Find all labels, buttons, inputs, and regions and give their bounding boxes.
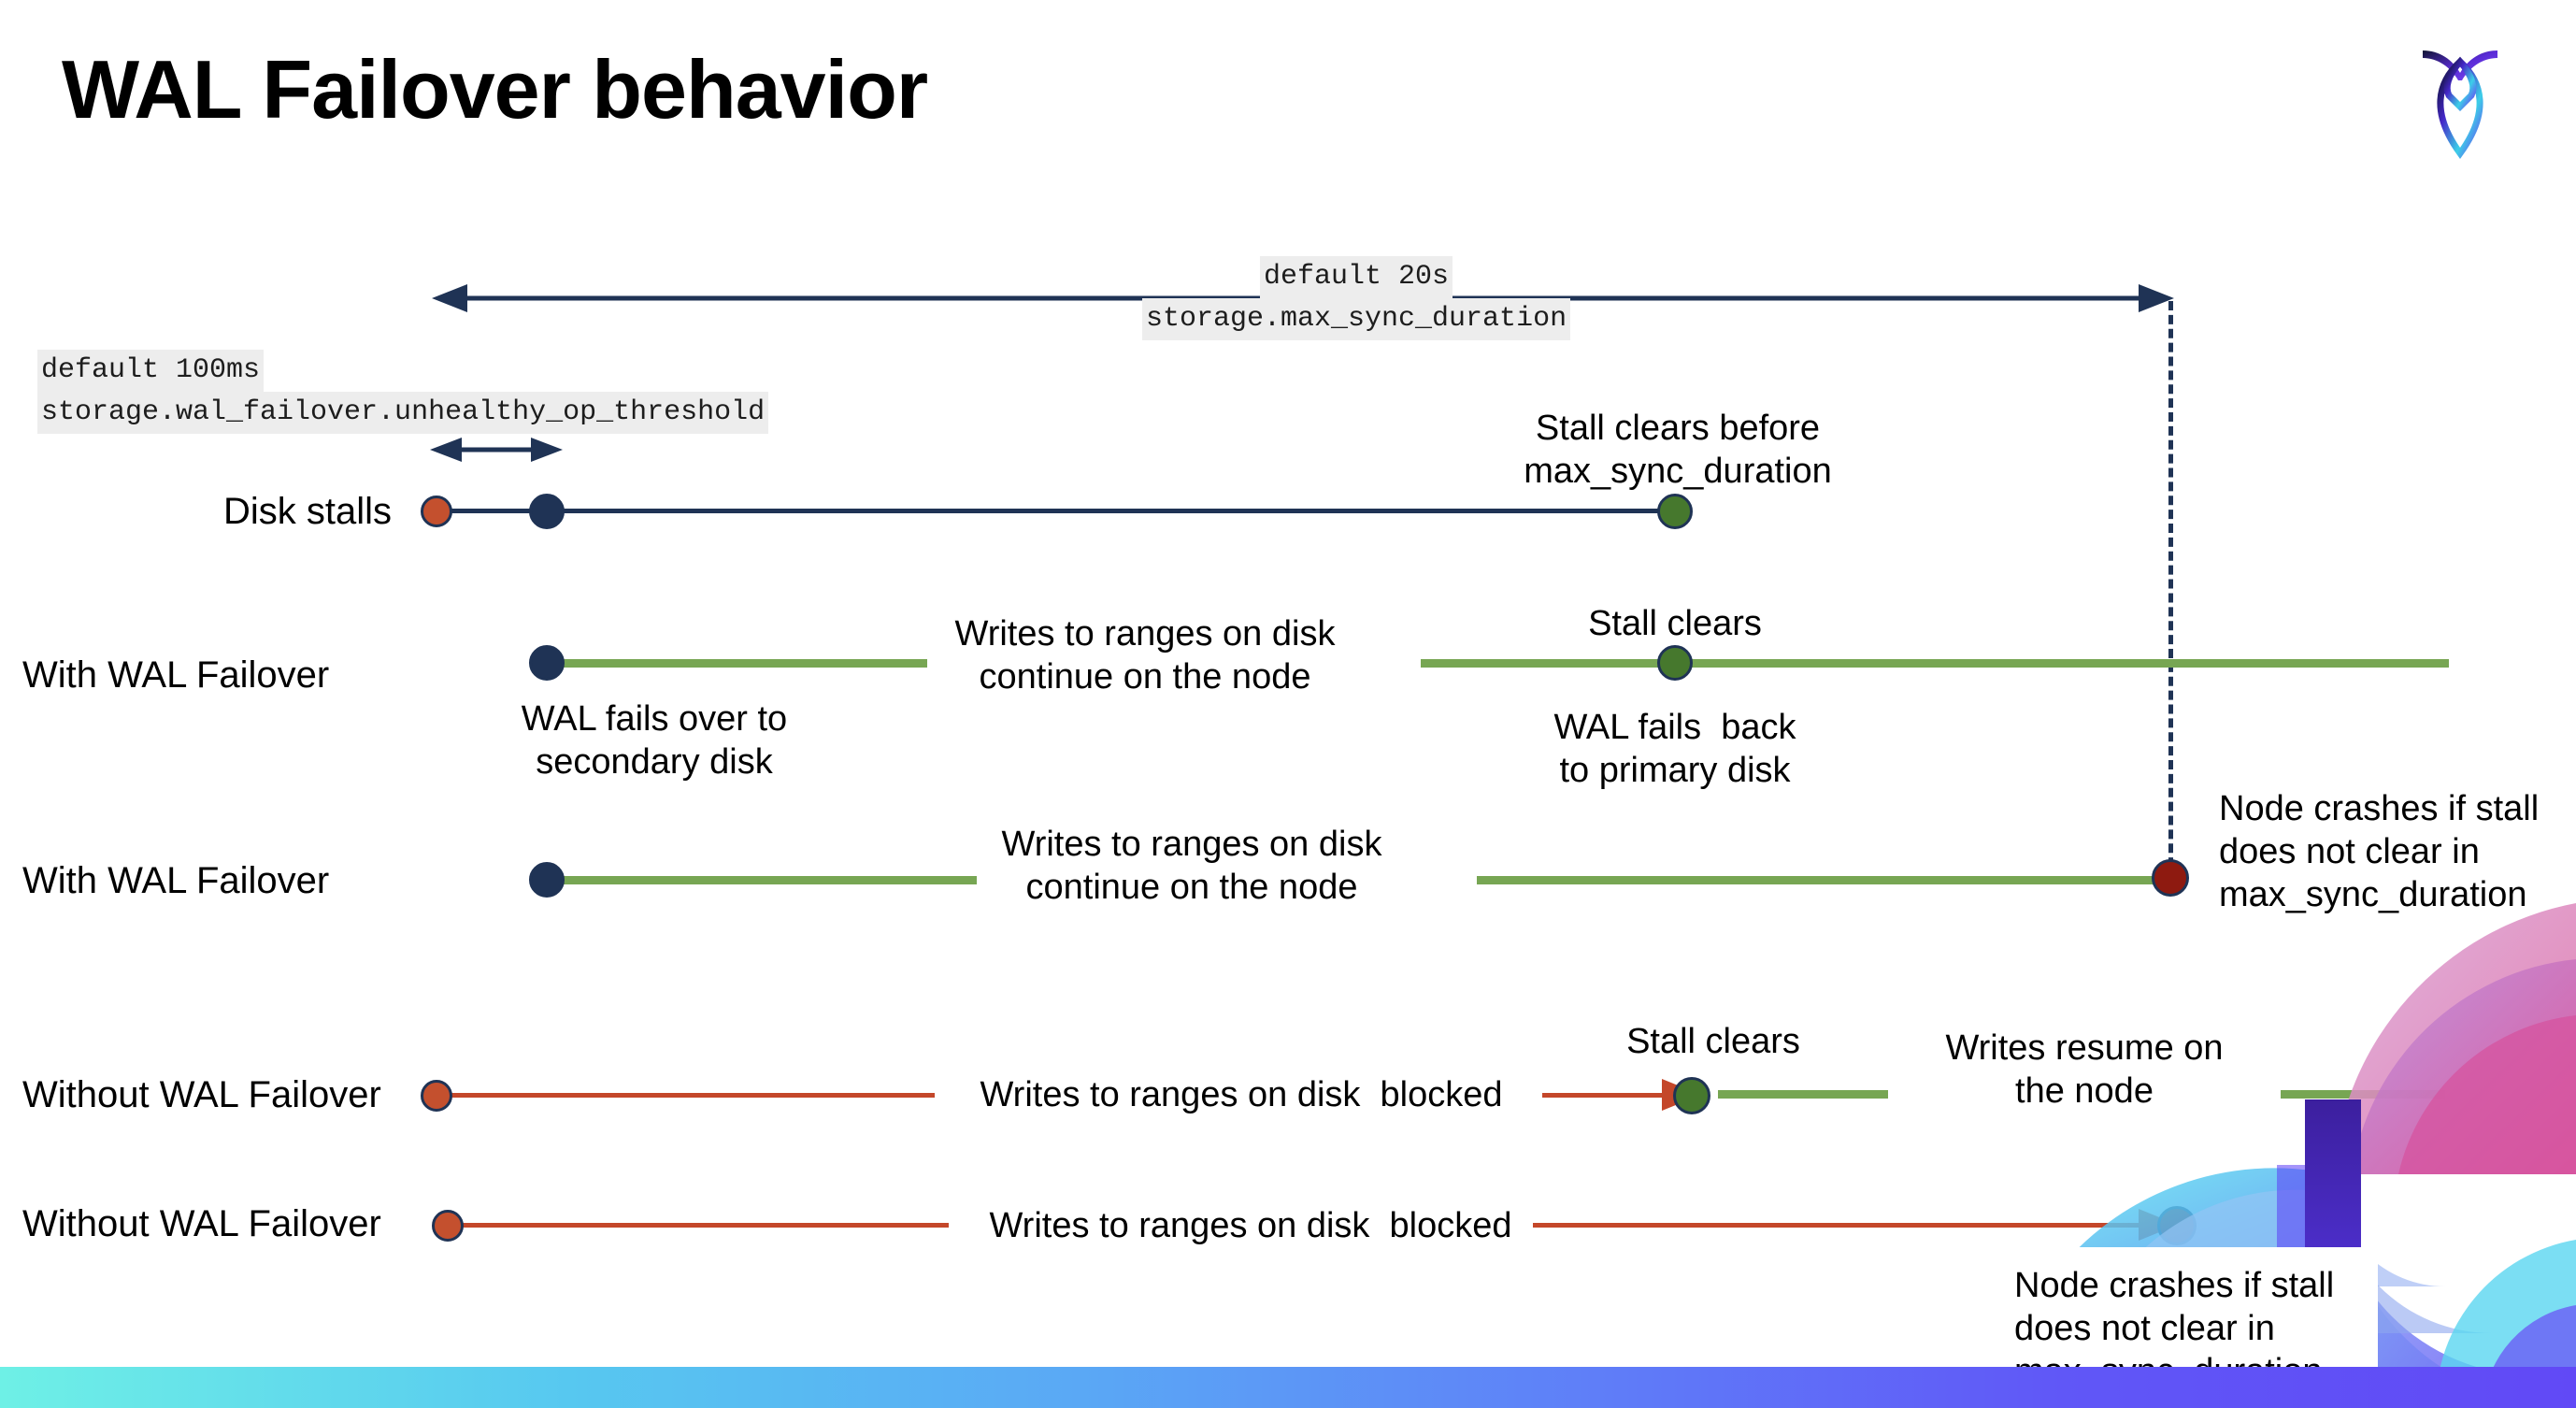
- resume-timeline-seg1: [1718, 1090, 1888, 1099]
- annotation-writes-continue-row3: Writes to ranges on disk continue on the…: [1001, 825, 1382, 907]
- max-sync-duration-setting: default 20s storage.max_sync_duration: [1142, 256, 1571, 340]
- annotation-writes-blocked-row5: Writes to ranges on disk blocked: [989, 1206, 1512, 1245]
- unhealthy-op-threshold-setting: default 100ms storage.wal_failover.unhea…: [37, 350, 769, 434]
- bottom-gradient-bar: [0, 1367, 2576, 1408]
- annotation-stall-clears-row4: Stall clears: [1626, 1022, 1800, 1061]
- wal-failover-timeline-seg2: [1421, 659, 2449, 668]
- blocked-timeline-seg2: [1542, 1093, 1673, 1098]
- dot-stall-start-row4: [421, 1080, 452, 1112]
- dot-stall-clears-row1: [1657, 494, 1693, 529]
- row-label-with-wal-failover-2: With WAL Failover: [22, 860, 330, 901]
- page-title: WAL Failover behavior: [62, 43, 928, 136]
- row-label-without-wal-failover-2: Without WAL Failover: [22, 1203, 381, 1244]
- row-label-without-wal-failover-1: Without WAL Failover: [22, 1074, 381, 1115]
- dot-stall-start-row5: [432, 1210, 464, 1242]
- annotation-wal-fails-over: WAL fails over to secondary disk: [521, 699, 788, 782]
- disk-stall-timeline: [436, 509, 1679, 513]
- row-label-disk-stalls: Disk stalls: [223, 491, 393, 532]
- blocked-timeline-seg1: [439, 1093, 935, 1098]
- annotation-node-crashes-row3: Node crashes if stall does not clear in …: [2219, 789, 2540, 914]
- wal-failover-timeline-seg1: [542, 659, 927, 668]
- dot-stall-start: [421, 496, 452, 527]
- dot-stall-clears-row4: [1673, 1077, 1710, 1114]
- dot-unhealthy-threshold: [529, 494, 565, 529]
- annotation-stall-clears-before: Stall clears before max_sync_duration: [1524, 409, 1832, 491]
- unhealthy-setting-label: storage.wal_failover.unhealthy_op_thresh…: [37, 392, 769, 434]
- dot-stall-clears-row2: [1657, 645, 1693, 681]
- dot-node-crash-row3: [2152, 859, 2189, 897]
- blocked-crash-timeline-seg2: [1533, 1223, 2150, 1228]
- wal-failover-crash-timeline-seg2: [1477, 876, 2178, 884]
- dot-wal-failover-start: [529, 645, 565, 681]
- annotation-writes-resume: Writes resume on the node: [1945, 1028, 2224, 1111]
- annotation-stall-clears-row2: Stall clears: [1588, 604, 1762, 643]
- wal-failover-crash-timeline-seg1: [542, 876, 977, 884]
- annotation-writes-continue-row2: Writes to ranges on disk continue on the…: [954, 614, 1336, 697]
- max-sync-duration-guide-line: [2168, 301, 2173, 881]
- cockroachdb-logo-icon: [2408, 34, 2512, 174]
- annotation-writes-blocked-row4: Writes to ranges on disk blocked: [980, 1075, 1503, 1114]
- dot-wal-failover-start-row3: [529, 862, 565, 898]
- max-sync-setting-label: storage.max_sync_duration: [1142, 298, 1571, 340]
- max-sync-default-label: default 20s: [1260, 256, 1453, 298]
- annotation-wal-fails-back: WAL fails back to primary disk: [1553, 708, 1796, 790]
- row-label-with-wal-failover-1: With WAL Failover: [22, 654, 330, 696]
- unhealthy-default-label: default 100ms: [37, 350, 265, 392]
- blocked-crash-timeline-seg1: [439, 1223, 949, 1228]
